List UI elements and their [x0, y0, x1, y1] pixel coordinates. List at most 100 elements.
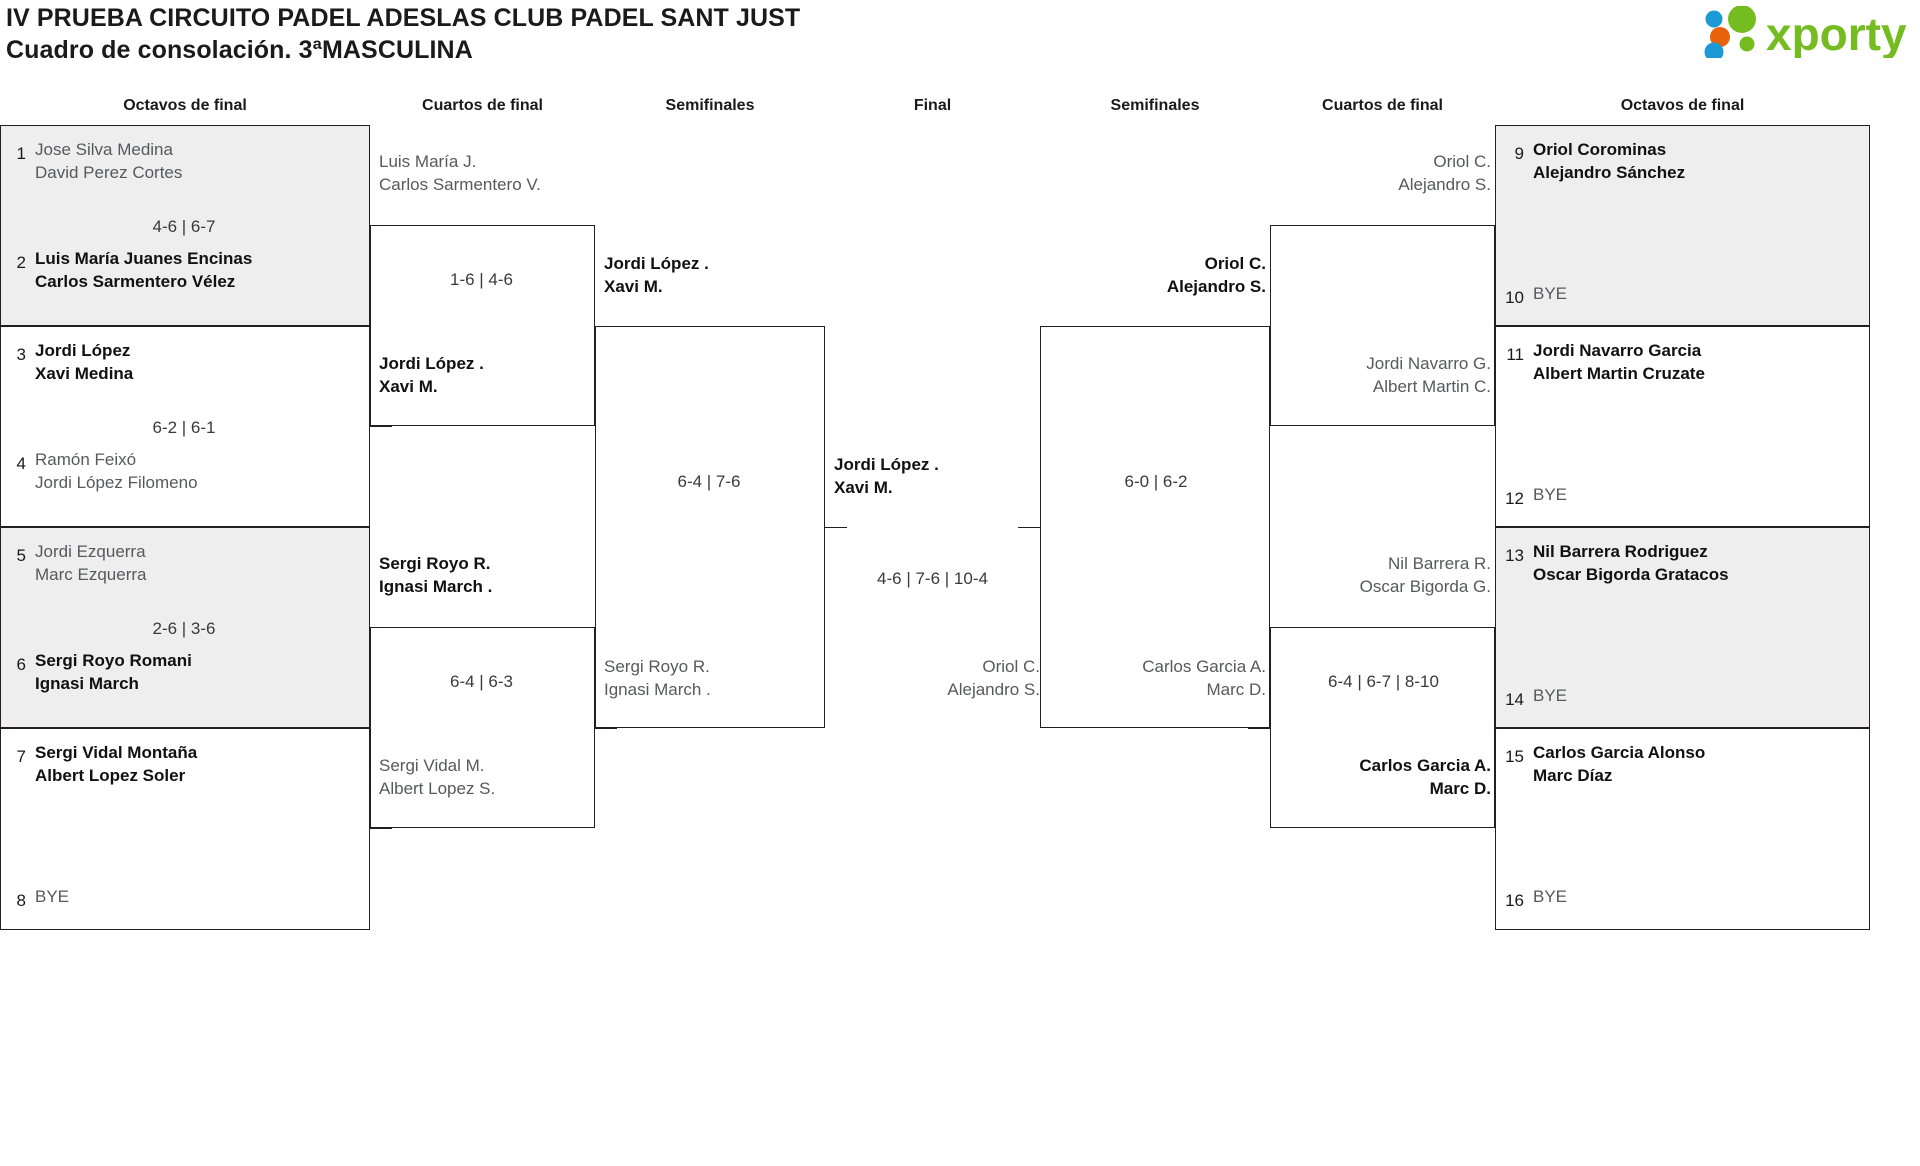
- seed-row-16[interactable]: 16 BYE: [1498, 885, 1868, 911]
- tournament-subtitle: Cuadro de consolación. 3ªMASCULINA: [6, 36, 473, 64]
- player-name: Alejandro Sánchez: [1533, 163, 1686, 182]
- round-header-octavos-left: Octavos de final: [123, 97, 247, 114]
- seed-row-4[interactable]: 4 Ramón Feixó Jordi López Filomeno: [0, 448, 368, 494]
- seed-number: 4: [16, 454, 26, 473]
- player-name: Carlos Garcia Alonso: [1533, 743, 1706, 762]
- sf-left-top: Jordi López . Xavi M.: [604, 254, 709, 296]
- qf-right-1-bottom: Jordi Navarro G. Albert Martin C.: [1366, 354, 1491, 396]
- player-name: Jordi Ezquerra: [35, 542, 146, 561]
- match-box-l8-3[interactable]: [0, 527, 370, 728]
- bracket-connector: [370, 426, 392, 427]
- match-box-r8-4[interactable]: [1495, 728, 1870, 930]
- qf-left-1-bottom: Jordi López . Xavi M.: [379, 354, 484, 396]
- round-header-final: Final: [913, 97, 952, 114]
- seed-row-10[interactable]: 10 BYE: [1498, 282, 1868, 308]
- match-score: 6-4 | 6-3: [449, 672, 513, 691]
- round-header-semis-right: Semifinales: [1110, 97, 1200, 114]
- player-name: Jordi López Filomeno: [35, 473, 198, 492]
- match-score: 6-2 | 6-1: [152, 418, 216, 437]
- seed-row-11[interactable]: 11 Jordi Navarro Garcia Albert Martin Cr…: [1498, 339, 1868, 385]
- seed-number: 3: [16, 345, 26, 364]
- bye-label: BYE: [1533, 284, 1568, 303]
- player-name: Jose Silva Medina: [35, 140, 173, 159]
- seed-number: 10: [1505, 288, 1524, 307]
- player-name: Sergi Vidal Montaña: [35, 743, 198, 762]
- player-name: Jordi Navarro Garcia: [1533, 341, 1702, 360]
- player-name: Ignasi March: [35, 674, 139, 693]
- round-header-cuartos-right: Cuartos de final: [1322, 97, 1443, 114]
- match-score: 4-6 | 7-6 | 10-4: [877, 569, 988, 588]
- seed-row-5[interactable]: 5 Jordi Ezquerra Marc Ezquerra: [0, 540, 368, 586]
- match-score: 2-6 | 3-6: [152, 619, 216, 638]
- bracket-connector: [825, 527, 847, 528]
- seed-number: 2: [16, 253, 26, 272]
- seed-number: 9: [1514, 144, 1524, 163]
- seed-row-1[interactable]: 1 Jose Silva Medina David Perez Cortes: [0, 138, 368, 184]
- player-name: Jordi López: [35, 341, 131, 360]
- logo-wordmark: xporty: [1766, 8, 1907, 58]
- player-name: Luis María Juanes Encinas: [35, 249, 253, 268]
- seed-number: 1: [16, 144, 26, 163]
- player-name: Sergi Royo Romani: [35, 651, 192, 670]
- page-title: IV PRUEBA CIRCUITO PADEL ADESLAS CLUB PA…: [6, 2, 800, 66]
- seed-number: 5: [16, 546, 26, 565]
- match-box-r8-1[interactable]: [1495, 125, 1870, 326]
- match-box-l8-2[interactable]: [0, 326, 370, 527]
- bracket-connector: [1018, 527, 1040, 528]
- player-name: Oscar Bigorda Gratacos: [1533, 565, 1729, 584]
- seed-number: 12: [1505, 489, 1524, 508]
- xporty-logo[interactable]: xporty: [1700, 6, 1910, 58]
- match-box-r4-2[interactable]: [1270, 627, 1495, 828]
- qf-right-2-top: Nil Barrera R. Oscar Bigorda G.: [1359, 554, 1491, 596]
- qf-left-2-bottom: Sergi Vidal M. Albert Lopez S.: [379, 756, 496, 798]
- seed-number: 8: [16, 891, 26, 910]
- match-box-r2-1[interactable]: [1040, 326, 1270, 728]
- seed-row-12[interactable]: 12 BYE: [1498, 483, 1868, 509]
- seed-row-13[interactable]: 13 Nil Barrera Rodriguez Oscar Bigorda G…: [1498, 540, 1868, 586]
- seed-row-3[interactable]: 3 Jordi López Xavi Medina: [0, 339, 368, 385]
- player-name: Marc Díaz: [1533, 766, 1613, 785]
- round-header-octavos-right: Octavos de final: [1620, 97, 1745, 114]
- seed-number: 7: [16, 747, 26, 766]
- bracket-connector: [595, 728, 617, 729]
- player-name: David Perez Cortes: [35, 163, 183, 182]
- match-score: 6-4 | 6-7 | 8-10: [1328, 672, 1439, 691]
- seed-row-9[interactable]: 9 Oriol Corominas Alejandro Sánchez: [1498, 138, 1868, 184]
- match-score: 4-6 | 6-7: [152, 217, 216, 236]
- match-box-r8-2[interactable]: [1495, 326, 1870, 527]
- seed-row-14[interactable]: 14 BYE: [1498, 684, 1868, 710]
- bye-label: BYE: [35, 887, 70, 906]
- match-box-l8-4[interactable]: [0, 728, 370, 930]
- seed-row-15[interactable]: 15 Carlos Garcia Alonso Marc Díaz: [1498, 741, 1868, 787]
- player-name: Oriol Corominas: [1533, 140, 1667, 159]
- player-name: Carlos Sarmentero Vélez: [35, 272, 236, 291]
- match-box-l4-2[interactable]: [370, 627, 595, 828]
- round-header-cuartos-left: Cuartos de final: [422, 97, 543, 114]
- match-box-l4-1[interactable]: [370, 225, 595, 426]
- seed-number: 14: [1505, 690, 1524, 709]
- qf-right-2-bottom: Carlos Garcia A. Marc D.: [1359, 756, 1491, 798]
- match-score: 6-0 | 6-2: [1124, 472, 1188, 491]
- final-bottom: Oriol C. Alejandro S.: [947, 657, 1040, 699]
- match-score: 1-6 | 4-6: [449, 270, 513, 289]
- sf-left-bottom: Sergi Royo R. Ignasi March .: [604, 657, 711, 699]
- logo-dots: [1704, 6, 1756, 58]
- sf-right-top: Oriol C. Alejandro S.: [1166, 254, 1266, 296]
- player-name: Marc Ezquerra: [35, 565, 147, 584]
- round-header-semis-left: Semifinales: [665, 97, 755, 114]
- match-score: 6-4 | 7-6: [677, 472, 741, 491]
- seed-number: 13: [1505, 546, 1524, 565]
- seed-row-2[interactable]: 2 Luis María Juanes Encinas Carlos Sarme…: [0, 247, 368, 293]
- match-box-r8-3[interactable]: [1495, 527, 1870, 728]
- bracket-connector: [1248, 728, 1270, 729]
- player-name: Albert Martin Cruzate: [1533, 364, 1705, 383]
- match-box-l8-1[interactable]: [0, 125, 370, 326]
- qf-right-1-top: Oriol C. Alejandro S.: [1398, 152, 1491, 194]
- player-name: Xavi Medina: [35, 364, 134, 383]
- match-box-r4-1[interactable]: [1270, 225, 1495, 426]
- seed-number: 6: [16, 655, 26, 674]
- seed-row-8[interactable]: 8 BYE: [0, 885, 368, 911]
- seed-row-6[interactable]: 6 Sergi Royo Romani Ignasi March: [0, 649, 368, 695]
- match-box-l2-1[interactable]: [595, 326, 825, 728]
- seed-row-7[interactable]: 7 Sergi Vidal Montaña Albert Lopez Soler: [0, 741, 368, 787]
